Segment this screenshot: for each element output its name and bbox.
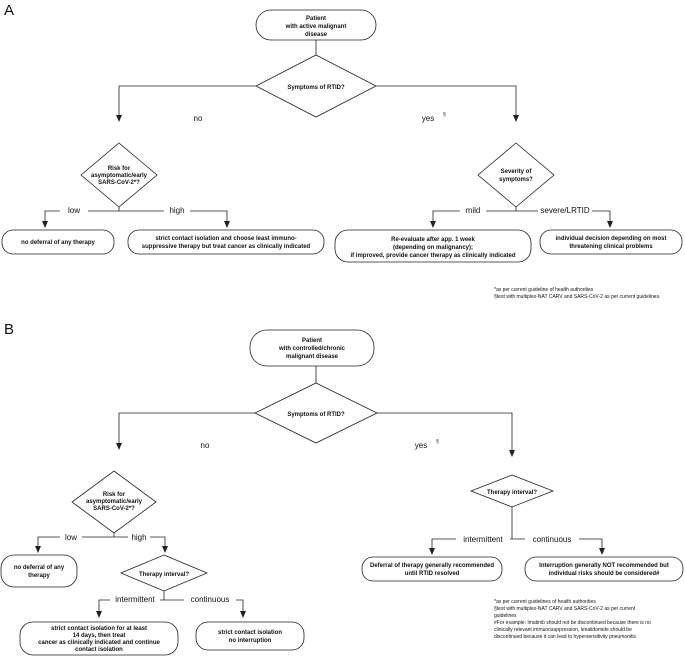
a-edge-no: no bbox=[194, 114, 203, 123]
a-risk-line-2: asymptomatic/early bbox=[91, 173, 148, 179]
b-footnote-2: §test with multiplex-NAT CARV and SARS-C… bbox=[494, 606, 636, 612]
b-start-line-2: with controlled/chronic bbox=[278, 346, 346, 352]
a-reeval-line-3: if improved, provide cancer therapy as c… bbox=[350, 253, 515, 259]
b-strict-isolation-14d-box bbox=[19, 621, 179, 656]
b-interruption-line-2: individual risks should be considered# bbox=[549, 571, 660, 577]
a-individual-line-2: threatening clinical problems bbox=[569, 244, 653, 250]
a-severity-decision bbox=[477, 142, 555, 208]
b-strict14-line-1: strict contact isolation for at least bbox=[51, 626, 147, 632]
a-start-line-3: disease bbox=[305, 32, 328, 38]
b-deferral-line-2: until RTID resolved bbox=[405, 571, 460, 577]
b-edge-intermittent-left: intermittent bbox=[115, 595, 155, 604]
b-no-interruption-box bbox=[195, 621, 305, 651]
a-reeval-line-1: Re-evaluate after app. 1 week bbox=[391, 237, 475, 243]
a-reevaluate-box bbox=[334, 229, 532, 263]
a-rtid-decision bbox=[255, 54, 377, 118]
a-risk-line-3: SARS-CoV-2*? bbox=[98, 180, 140, 186]
b-edge-high: high bbox=[131, 533, 146, 542]
a-footnote-2: §test with multiplex-NAT CARV and SARS-C… bbox=[494, 294, 660, 300]
panel-b-letter: B bbox=[4, 321, 14, 338]
b-strict14-line-4: contact isolation bbox=[75, 647, 123, 653]
a-individual-line-1: individual decision depending on most bbox=[555, 236, 666, 242]
b-no-deferral-line-2: therapy bbox=[28, 573, 50, 579]
b-edge-yes: yes bbox=[415, 441, 427, 450]
b-no-deferral-box bbox=[0, 554, 78, 588]
b-deferral-box bbox=[361, 556, 503, 582]
a-risk-line-1: Risk for bbox=[108, 166, 131, 172]
b-footnote-6: discontinued because it can lead to hype… bbox=[494, 634, 637, 640]
a-start-line-2: with active malignant bbox=[285, 24, 347, 30]
a-rtid-question: Symptoms of RTID? bbox=[287, 85, 345, 91]
b-edge-continuous-left: continuous bbox=[191, 595, 230, 604]
b-risk-line-3: SARS-CoV-2*? bbox=[93, 506, 135, 512]
panel-a-letter: A bbox=[4, 2, 14, 19]
b-edge-no: no bbox=[201, 441, 210, 450]
b-interruption-line-1: Interruption generally NOT recommended b… bbox=[539, 563, 669, 569]
a-severity-line-2: symptoms? bbox=[499, 177, 533, 183]
a-individual-decision-box bbox=[539, 229, 683, 255]
b-edge-continuous-right: continuous bbox=[533, 535, 572, 544]
a-edge-mild: mild bbox=[466, 206, 481, 215]
a-strict-line-1: strict contact isolation and choose leas… bbox=[155, 236, 296, 242]
b-footnote-1: *as per current guidelines of health aut… bbox=[494, 599, 596, 605]
a-reeval-line-2: (depending on malignancy); bbox=[393, 245, 473, 251]
b-therapy-interval-left: Therapy interval? bbox=[139, 572, 189, 578]
b-therapy-interval-right: Therapy interval? bbox=[487, 490, 537, 496]
a-edge-low: low bbox=[68, 206, 80, 215]
b-rtid-decision bbox=[254, 382, 378, 444]
b-no-interruption-line-1: strict contact isolation bbox=[218, 630, 282, 636]
a-edge-high: high bbox=[169, 206, 184, 215]
a-footnote-1: *as per current guideline of health auth… bbox=[494, 287, 594, 293]
a-severity-line-1: Severity of bbox=[501, 169, 533, 175]
a-edge-severe: severe/LRTID bbox=[540, 206, 589, 215]
b-risk-line-2: asymptomatic/early bbox=[86, 499, 143, 505]
a-strict-isolation-box bbox=[127, 229, 325, 255]
b-start-line-1: Patient bbox=[302, 338, 322, 344]
b-strict14-line-2: 14 days, then treat bbox=[73, 633, 126, 639]
a-yes-superscript: § bbox=[443, 112, 446, 118]
a-no-deferral-text: no deferral of any therapy bbox=[21, 240, 95, 246]
b-strict14-line-3: cancer as clinically indicated and conti… bbox=[38, 640, 160, 646]
a-strict-line-2: suppressive therapy but treat cancer as … bbox=[142, 244, 311, 250]
b-footnote-4: #For example: Imatinib should not be dis… bbox=[494, 620, 651, 626]
b-interruption-box bbox=[524, 556, 684, 582]
b-yes-superscript: § bbox=[436, 439, 439, 445]
b-no-deferral-line-1: no deferral of any bbox=[14, 565, 65, 571]
a-edge-yes: yes bbox=[422, 114, 434, 123]
b-rtid-question: Symptoms of RTID? bbox=[287, 412, 345, 418]
b-footnote-5: clinically relevant immunosuppression, l… bbox=[494, 627, 632, 633]
b-edge-low: low bbox=[65, 533, 77, 542]
b-edge-intermittent-right: intermittent bbox=[463, 535, 503, 544]
b-risk-line-1: Risk for bbox=[103, 492, 126, 498]
b-no-interruption-line-2: no interruption bbox=[229, 638, 272, 644]
b-start-line-3: malignant disease bbox=[286, 354, 339, 360]
a-no-deferral-box bbox=[1, 229, 115, 255]
a-start-line-1: Patient bbox=[306, 16, 326, 22]
b-start-node bbox=[249, 329, 375, 367]
b-footnote-3: guidelines bbox=[494, 613, 517, 619]
b-deferral-line-1: Deferral of therapy generally recommende… bbox=[370, 563, 494, 569]
